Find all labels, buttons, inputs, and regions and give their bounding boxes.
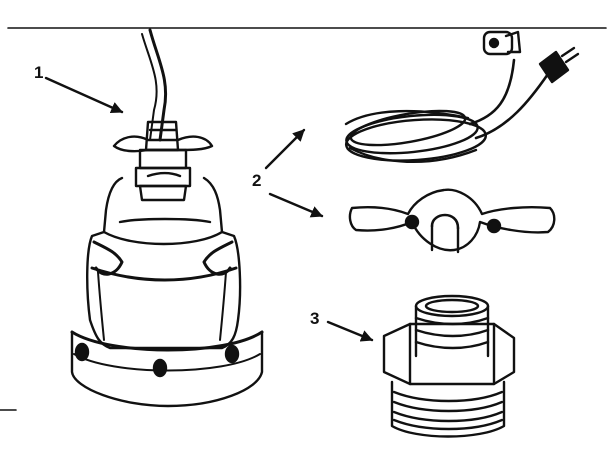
adapter-fitting	[382, 294, 516, 438]
adapter-hex	[382, 322, 516, 386]
callout-number-3: 3	[310, 309, 320, 328]
callout-number-2: 2	[252, 171, 262, 190]
callout-2-arrow-up	[264, 128, 306, 170]
callout-number-1: 1	[34, 63, 44, 82]
callout-3-arrow	[326, 320, 374, 342]
pump-cable	[148, 28, 168, 142]
pump-base	[70, 330, 264, 408]
wing-handle-part	[348, 188, 556, 254]
piggyback-plug	[482, 30, 514, 56]
pump-dome	[86, 176, 242, 350]
wall-plug	[538, 50, 570, 84]
power-cord	[344, 30, 580, 163]
callout-1-arrow	[44, 76, 124, 114]
sump-pump	[70, 28, 264, 408]
callout-2-arrow-down	[268, 192, 324, 218]
pump-wing-handle	[112, 135, 214, 153]
